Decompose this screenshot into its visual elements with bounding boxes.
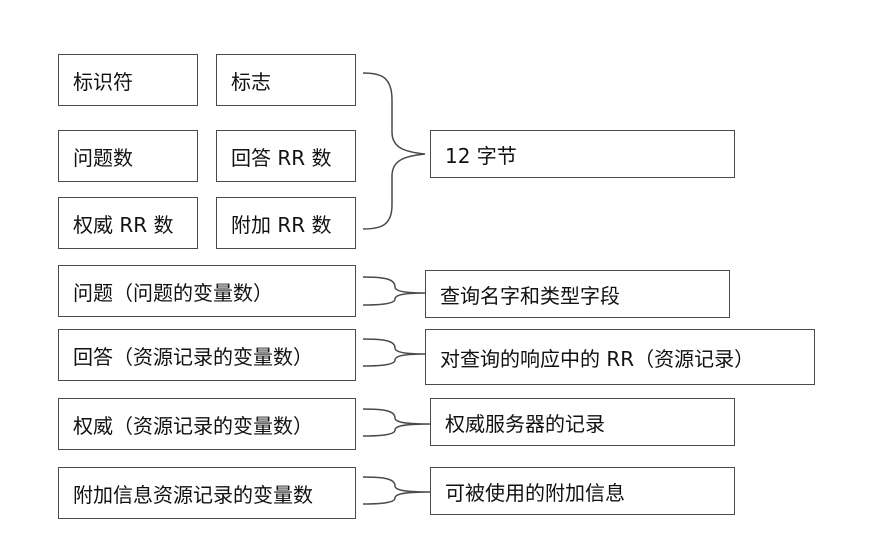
answer-rr-count-label: 回答 RR 数 <box>231 145 332 170</box>
additional-rr-count-label: 附加 RR 数 <box>231 212 332 237</box>
answer-brace <box>362 338 426 367</box>
question-brace <box>362 276 426 306</box>
authority-rr-count-field: 权威 RR 数 <box>58 197 198 249</box>
question-section-label: 问题（问题的变量数） <box>73 280 273 305</box>
identifier-label: 标识符 <box>73 69 133 94</box>
header-size-box: 12 字节 <box>430 130 735 178</box>
additional-brace <box>362 476 431 505</box>
question-count-field: 问题数 <box>58 130 198 182</box>
flags-field: 标志 <box>216 54 356 106</box>
additional-rr-count-field: 附加 RR 数 <box>216 197 356 249</box>
question-description-label: 查询名字和类型字段 <box>440 283 620 308</box>
answer-description-label: 对查询的响应中的 RR（资源记录） <box>440 346 755 371</box>
header-size-label: 12 字节 <box>445 143 517 168</box>
authority-description-label: 权威服务器的记录 <box>445 411 605 436</box>
additional-section: 附加信息资源记录的变量数 <box>58 467 356 519</box>
question-section: 问题（问题的变量数） <box>58 265 356 317</box>
question-count-label: 问题数 <box>73 145 133 170</box>
authority-section: 权威（资源记录的变量数） <box>58 398 356 450</box>
question-description: 查询名字和类型字段 <box>425 270 730 318</box>
additional-description: 可被使用的附加信息 <box>430 467 735 515</box>
additional-description-label: 可被使用的附加信息 <box>445 480 625 505</box>
additional-section-label: 附加信息资源记录的变量数 <box>73 482 313 507</box>
authority-rr-count-label: 权威 RR 数 <box>73 212 174 237</box>
authority-description: 权威服务器的记录 <box>430 398 735 446</box>
flags-label: 标志 <box>231 69 271 94</box>
answer-section: 回答（资源记录的变量数） <box>58 329 356 381</box>
identifier-field: 标识符 <box>58 54 198 106</box>
header-brace <box>362 72 426 230</box>
authority-section-label: 权威（资源记录的变量数） <box>73 413 313 438</box>
answer-description: 对查询的响应中的 RR（资源记录） <box>425 329 815 385</box>
answer-section-label: 回答（资源记录的变量数） <box>73 344 313 369</box>
answer-rr-count-field: 回答 RR 数 <box>216 130 356 182</box>
authority-brace <box>362 408 431 437</box>
